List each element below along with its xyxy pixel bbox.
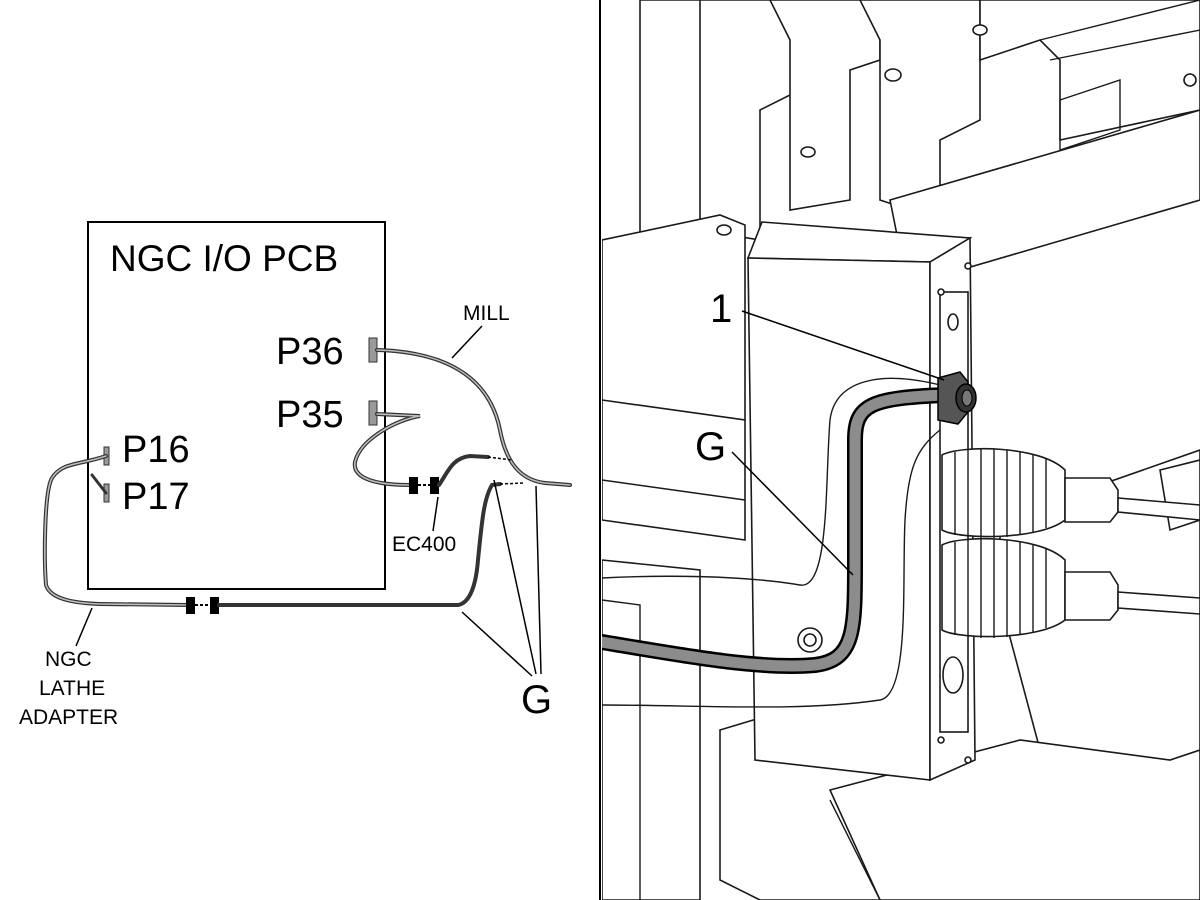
p35-label: P35 [276,394,344,436]
adapter-label-line1: NGC [45,648,92,671]
adapter-label-line2: LATHE [39,677,105,700]
callout-g-leader [731,451,854,576]
bulkhead-connector [937,371,977,425]
pcb-board [87,221,386,590]
g-leader-1 [461,611,533,677]
mechanical-view: 1 G [602,0,1200,900]
adapter-connector-b [210,597,219,614]
bellows-upper [941,447,1200,538]
adapter-leader [75,607,93,647]
enclosure-front [747,257,931,781]
adapter-connector-a [186,597,195,614]
adapter-label-line3: ADAPTER [19,706,118,729]
callout-1: 1 [710,287,732,331]
ec400-leader [432,496,439,532]
ec400-connector-a [409,477,418,494]
g-callout-left: G [521,678,552,722]
g-leader-3 [535,485,542,675]
mill-label: MILL [463,302,510,325]
callout-g-right: G [695,425,726,469]
p17-label: P17 [122,476,190,518]
ec400-label: EC400 [392,533,456,556]
mill-leader [451,325,483,359]
adapter-cable-out [217,482,502,607]
wiring-schematic: NGC I/O PCB P36 P35 P16 P17 MILL EC400 [19,221,572,729]
bellows-lower [941,537,1200,638]
ec400-connector-b [430,477,439,494]
p36-label: P36 [276,331,344,373]
p16-label: P16 [122,429,190,471]
pcb-title: NGC I/O PCB [110,238,338,279]
callout-1-leader [741,310,945,381]
g-leader-2 [493,479,537,675]
ec400-cable-out [437,453,490,487]
